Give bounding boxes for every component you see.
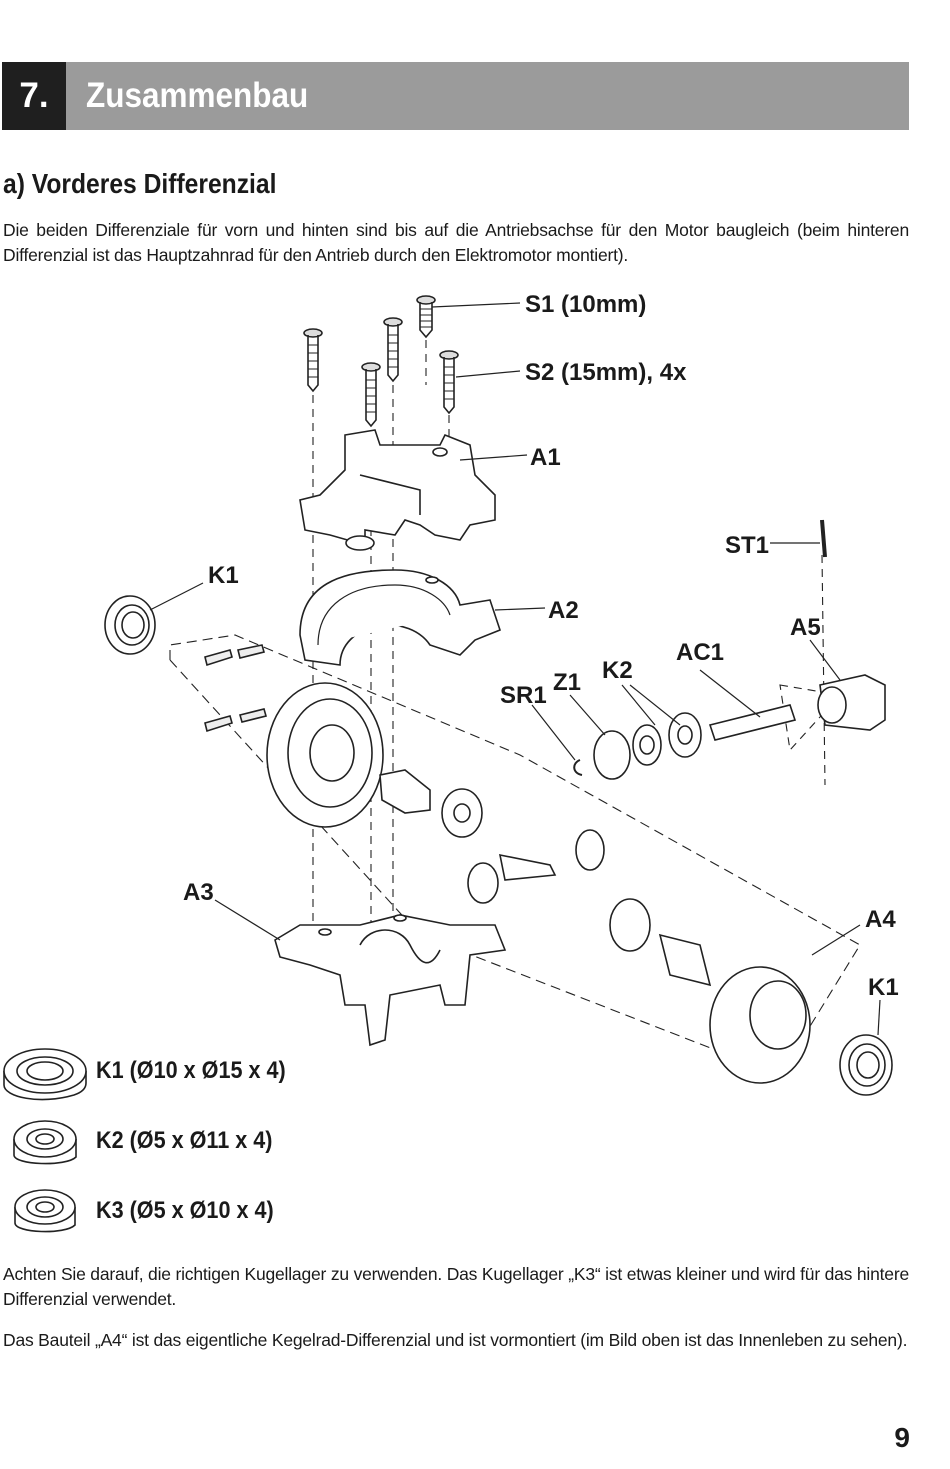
screw-s2-d <box>439 350 459 415</box>
label-st1: ST1 <box>725 532 769 559</box>
section-title: a) Vorderes Differenzial <box>3 168 277 199</box>
screw-s2-a <box>303 328 323 393</box>
bearing-k3-icon <box>14 1189 76 1233</box>
part-a2 <box>299 569 501 666</box>
label-a1: A1 <box>530 444 561 471</box>
part-a3 <box>274 914 507 1047</box>
chapter-title: Zusammenbau <box>86 76 309 115</box>
label-a3: A3 <box>183 879 214 906</box>
label-s1: S1 (10mm) <box>525 291 646 318</box>
bearing-k1-top <box>104 595 156 655</box>
label-k1-bottom: K1 <box>868 974 899 1001</box>
bearing-k2-icon <box>13 1120 77 1165</box>
diff-internals <box>379 769 811 1084</box>
screw-s2-c <box>361 362 381 428</box>
bearing-k3-label: K3 (Ø5 x Ø10 x 4) <box>96 1197 274 1224</box>
gear-cover <box>266 682 384 828</box>
screw-s2-b <box>383 317 403 383</box>
note-bearing-k3: Achten Sie darauf, die richtigen Kugella… <box>3 1264 909 1309</box>
chapter-number: 7. <box>2 62 66 130</box>
bearing-k1-label: K1 (Ø10 x Ø15 x 4) <box>96 1057 286 1084</box>
label-a4: A4 <box>865 906 896 933</box>
bolts <box>204 644 267 733</box>
label-a5: A5 <box>790 614 821 641</box>
bearing-legend-icons <box>3 1048 87 1233</box>
note-part-a4: Das Bauteil „A4“ ist das eigentliche Keg… <box>3 1330 908 1350</box>
bearing-k1-icon <box>3 1048 87 1101</box>
screw-s1 <box>416 295 436 339</box>
intro-paragraph: Die beiden Differenziale für vorn und hi… <box>3 220 909 265</box>
bearing-k1-bottom <box>839 1034 893 1096</box>
label-sr1: SR1 <box>500 682 547 709</box>
label-k1-top: K1 <box>208 562 239 589</box>
label-ac1: AC1 <box>676 639 724 666</box>
label-s2: S2 (15mm), 4x <box>525 359 687 386</box>
page-number: 9 <box>894 1422 910 1453</box>
part-a1 <box>299 429 496 551</box>
label-z1: Z1 <box>553 669 581 696</box>
label-a2: A2 <box>548 597 579 624</box>
output-shaft-row <box>573 519 886 780</box>
bearing-k2-label: K2 (Ø5 x Ø11 x 4) <box>96 1127 273 1154</box>
chapter-header: 7. Zusammenbau <box>2 62 909 130</box>
label-k2: K2 <box>602 657 633 684</box>
exploded-view-diagram: S1 (10mm) S2 (15mm), 4x A1 ST1 K1 A2 A5 … <box>104 291 899 1096</box>
